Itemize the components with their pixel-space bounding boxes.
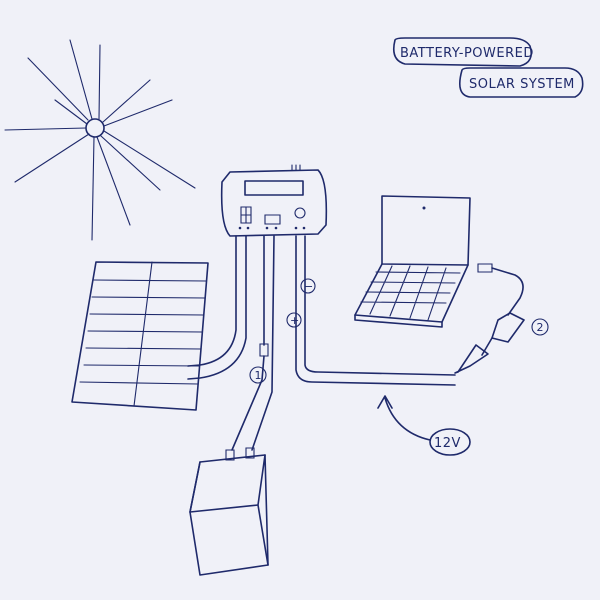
panel-cable	[188, 236, 246, 379]
battery-cable	[232, 236, 274, 450]
title-bubble-2: SOLAR SYSTEM	[460, 68, 583, 97]
battery-icon	[265, 215, 280, 224]
svg-text:2: 2	[537, 321, 544, 334]
sun-icon	[5, 40, 195, 240]
title-bubble-1: BATTERY-POWERED	[394, 38, 534, 66]
solar-panel	[72, 262, 208, 410]
svg-text:−: −	[304, 280, 313, 293]
charge-controller	[222, 165, 327, 236]
arrow-icon	[378, 396, 430, 440]
bulb-icon	[295, 208, 305, 218]
battery	[190, 448, 268, 575]
fuse-icon	[260, 344, 268, 356]
title-line-1: BATTERY-POWERED	[400, 46, 534, 61]
laptop	[355, 196, 470, 327]
load-cable	[296, 236, 488, 385]
car-plug	[455, 345, 488, 373]
laptop-charger-cable	[478, 264, 524, 355]
label-2: 2	[532, 319, 548, 335]
voltage-label: 12V	[378, 396, 470, 455]
svg-text:1: 1	[255, 369, 262, 382]
positive-marker: +	[287, 313, 301, 327]
svg-text:+: +	[290, 314, 299, 327]
car-adapter	[492, 313, 524, 342]
negative-marker: −	[301, 279, 315, 293]
dc-plug	[478, 264, 492, 272]
svg-text:12V: 12V	[434, 436, 461, 451]
title-line-2: SOLAR SYSTEM	[469, 77, 575, 92]
label-1: 1	[250, 367, 266, 383]
